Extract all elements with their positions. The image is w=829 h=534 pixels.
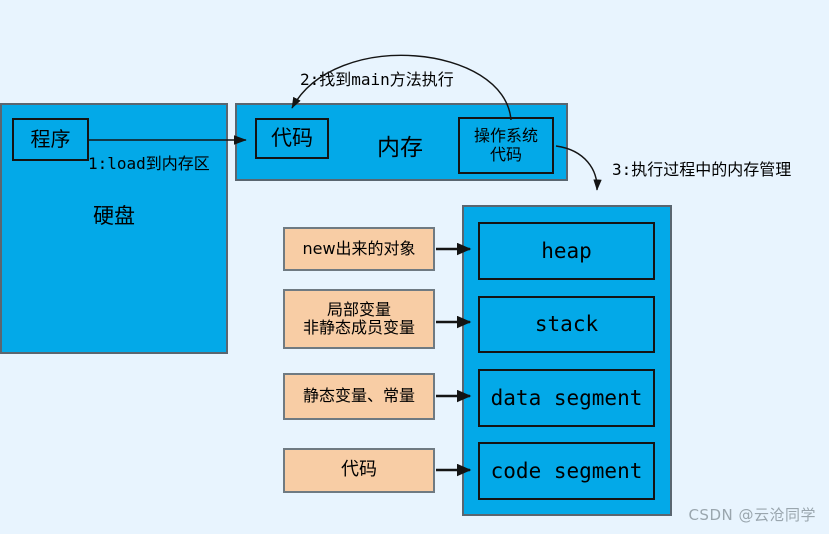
os-code-box: 操作系统 代码 <box>458 117 554 174</box>
data-segment-box: data segment <box>478 369 655 427</box>
step2-find-main-label: 2:找到main方法执行 <box>300 70 454 89</box>
code-segment-source-box: 代码 <box>283 448 435 493</box>
step1-load-label: 1:load到内存区 <box>88 154 210 173</box>
heap-segment-box: heap <box>478 222 655 280</box>
data-segment-source-box: 静态变量、常量 <box>283 373 435 420</box>
memory-label: 内存 <box>377 135 423 161</box>
stack-source-box: 局部变量 非静态成员变量 <box>283 289 435 349</box>
program-box: 程序 <box>12 118 89 161</box>
heap-source-box: new出来的对象 <box>283 227 435 271</box>
memory-code-box: 代码 <box>255 118 329 159</box>
stack-segment-box: stack <box>478 296 655 353</box>
hard-disk-label: 硬盘 <box>93 204 135 228</box>
step3-memory-management-label: 3:执行过程中的内存管理 <box>612 160 792 179</box>
code-segment-box: code segment <box>478 442 655 500</box>
csdn-watermark: CSDN @云沧同学 <box>688 506 816 524</box>
